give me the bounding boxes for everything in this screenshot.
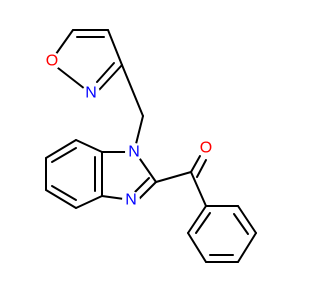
atom-label-benzimidazole-n1: N	[125, 143, 143, 161]
bond-ph3-ph4	[237, 232, 257, 263]
bond-co-ph	[190, 171, 207, 207]
isoxazole-oxygen-symbol: O	[46, 53, 58, 70]
bond-n3-c3a	[101, 195, 125, 200]
carbonyl-oxygen-symbol: O	[200, 140, 212, 157]
isoxazole-ring	[55, 29, 123, 91]
bond-c3-ch2	[121, 64, 144, 117]
bond-c3-n2	[98, 64, 123, 91]
bond-c7a-c7	[75, 139, 103, 153]
bond-co-o-second	[196, 159, 207, 178]
bond-ph6-ph1-inner	[195, 212, 211, 234]
atom-label-benzimidazole-n3: N	[122, 191, 140, 209]
structure-diagram: O N N N O	[43, 29, 257, 263]
carbonyl-group	[155, 155, 207, 207]
bond-c4b-c3a	[75, 195, 103, 209]
bond-ch2-n1	[135, 115, 144, 145]
bond-n1-c2	[139, 158, 157, 183]
bond-c2-n3-inner	[133, 177, 150, 194]
bond-c5-c4b	[45, 189, 77, 209]
benzimidazole-n3-symbol: N	[125, 192, 137, 209]
imidazole-ring	[101, 151, 157, 201]
benzo-ring	[45, 139, 103, 209]
bond-n2-o1	[57, 67, 86, 90]
atom-label-carbonyl-oxygen: O	[197, 139, 215, 157]
bond-c2-co	[155, 171, 192, 183]
atom-label-isoxazole-oxygen: O	[43, 52, 61, 70]
bond-o1-c5	[55, 29, 74, 55]
bond-c3-n2-inner	[96, 62, 115, 83]
bond-c2-n3	[137, 181, 157, 201]
bond-c4-c3	[107, 29, 123, 66]
atom-label-isoxazole-nitrogen: N	[82, 84, 100, 102]
phenyl-ring	[187, 205, 257, 263]
bond-ph2-ph3-inner	[233, 213, 249, 235]
molecule-canvas: O N N N O	[43, 29, 257, 263]
bond-ph6-ph1	[187, 205, 207, 234]
bond-c7-c6-inner	[51, 147, 77, 163]
bond-c5-c4b-inner	[51, 185, 77, 201]
bond-co-o	[190, 155, 201, 173]
isoxazole-nitrogen-symbol: N	[85, 85, 97, 102]
bond-ph5-ph6	[187, 232, 207, 263]
bond-c7-c6	[45, 139, 77, 159]
benzimidazole-n1-symbol: N	[128, 144, 140, 161]
bond-ph2-ph3	[237, 205, 257, 234]
